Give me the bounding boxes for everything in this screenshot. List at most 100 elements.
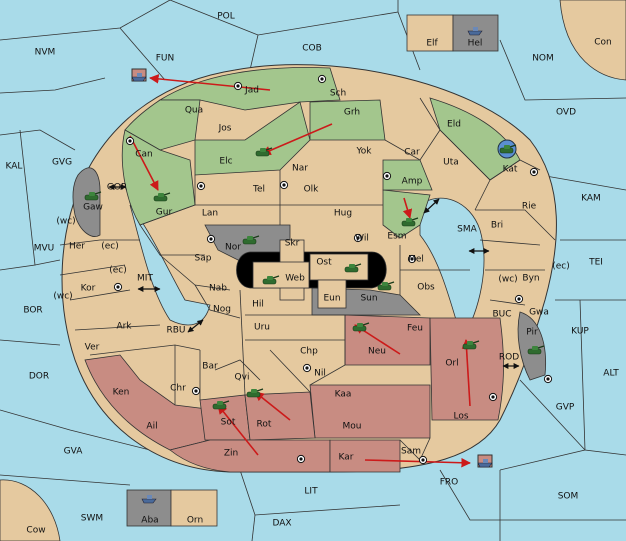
tank-icon[interactable] (84, 191, 102, 201)
province-neu-label[interactable]: Neu (368, 347, 386, 357)
sea-cow-label[interactable]: Cow (26, 526, 45, 536)
province-ken-label[interactable]: Ken (113, 388, 130, 398)
tank-icon[interactable] (401, 217, 419, 227)
tank-icon[interactable] (527, 345, 545, 355)
tank-icon[interactable] (344, 263, 362, 273)
sea-gvp-label[interactable]: GVP (556, 403, 575, 413)
province-olk-label[interactable]: Olk (304, 185, 320, 195)
province-her-label[interactable]: Her (69, 242, 85, 252)
province-nar-label[interactable]: Nar (292, 164, 308, 174)
sea-fun-label[interactable]: FUN (156, 54, 175, 64)
province-elc-label[interactable]: Elc (219, 157, 232, 167)
province-orn[interactable] (170, 489, 218, 527)
sea-som-label[interactable]: SOM (558, 492, 579, 502)
province-feu-label[interactable]: Feu (407, 324, 423, 334)
sea-tei-label[interactable]: TEI (588, 258, 603, 268)
sea-swm-label[interactable]: SWM (81, 514, 103, 524)
tank-icon[interactable] (242, 235, 260, 245)
tank-icon[interactable] (255, 147, 273, 157)
province-orn-label[interactable]: Orn (187, 516, 203, 526)
province-ail-label[interactable]: Ail (146, 422, 157, 432)
province-kat-label[interactable]: Kat (503, 165, 518, 175)
tank-icon[interactable] (377, 281, 395, 291)
province-eun-label[interactable]: Eun (323, 294, 340, 304)
province-qua-label[interactable]: Qua (185, 106, 203, 116)
province-nab-label[interactable]: Nab (209, 284, 227, 294)
province-mel-label[interactable]: Mel (408, 255, 424, 265)
sea-mit-label[interactable]: MIT (137, 274, 153, 284)
sea-gor-label[interactable]: GOR (107, 183, 127, 193)
province-pir-label[interactable]: Pir (526, 328, 538, 338)
sea-kup-label[interactable]: KUP (571, 327, 589, 337)
sea-rbu-label[interactable]: RBU (166, 326, 185, 336)
province-lan-label[interactable]: Lan (202, 209, 218, 219)
sea-nvm-label[interactable]: NVM (35, 48, 56, 58)
province-skr-label[interactable]: Skr (285, 239, 300, 249)
province-esm-label[interactable]: Esm (387, 232, 406, 242)
province-obs-label[interactable]: Obs (417, 283, 435, 293)
province-mou-label[interactable]: Mou (343, 422, 362, 432)
province-elf-label[interactable]: Elf (426, 39, 438, 49)
province-chr-label[interactable]: Chr (170, 384, 186, 394)
province-amp-label[interactable]: Amp (402, 177, 423, 187)
tank-icon[interactable] (246, 388, 264, 398)
province-nor-label[interactable]: Nor (225, 243, 241, 253)
province-sam-label[interactable]: Sam (401, 447, 421, 457)
province-uru-label[interactable]: Uru (254, 323, 270, 333)
sea-cob-label[interactable]: COB (302, 44, 322, 54)
ship-icon[interactable] (141, 495, 157, 504)
sea-kal-label[interactable]: KAL (6, 162, 23, 172)
tank-icon[interactable] (153, 192, 171, 202)
province-nil-label[interactable]: Nil (314, 369, 326, 379)
province-jos-label[interactable]: Jos (218, 124, 232, 134)
province-qvi-label[interactable]: Qvi (235, 373, 250, 383)
province-ost-label[interactable]: Ost (316, 258, 332, 268)
sea-nom-label[interactable]: NOM (532, 54, 554, 64)
province-wil-label[interactable]: Wil (355, 234, 369, 244)
sea-dor-label[interactable]: DOR (29, 372, 49, 382)
tank-icon[interactable] (262, 275, 280, 285)
province-tel-label[interactable]: Tel (252, 185, 265, 195)
sea-con-label[interactable]: Con (594, 38, 612, 48)
province-kaa-label[interactable]: Kaa (335, 390, 352, 400)
province-gur-label[interactable]: Gur (156, 208, 173, 218)
sea-sma-label[interactable]: SMA (457, 225, 477, 235)
province-byn-label[interactable]: Byn (522, 274, 539, 284)
province-sap-label[interactable]: Sap (195, 254, 212, 264)
province-hil-label[interactable]: Hil (252, 300, 264, 310)
sea-pol-label[interactable]: POL (217, 12, 235, 22)
province-los-label[interactable]: Los (453, 412, 468, 422)
ship-icon[interactable] (467, 27, 483, 36)
province-rot-label[interactable]: Rot (257, 420, 272, 430)
province-uta-label[interactable]: Uta (443, 158, 459, 168)
sea-alt-label[interactable]: ALT (603, 369, 619, 379)
tank-icon[interactable] (352, 322, 370, 332)
province-hel-label[interactable]: Hel (468, 39, 483, 49)
province-bar-label[interactable]: Bar (202, 362, 218, 372)
sea-dax-label[interactable]: DAX (272, 519, 291, 529)
tank-icon[interactable] (212, 400, 230, 410)
sea-mvu-label[interactable]: MVU (34, 244, 55, 254)
province-ark-label[interactable]: Ark (116, 322, 132, 332)
sea-rod-label[interactable]: ROD (499, 353, 519, 363)
province-hug-label[interactable]: Hug (334, 209, 352, 219)
province-chp-label[interactable]: Chp (300, 347, 318, 357)
province-gaw-label[interactable]: Gaw (83, 203, 103, 213)
province-web-label[interactable]: Web (285, 274, 305, 284)
sea-buc-label[interactable]: BUC (492, 310, 511, 320)
province-aba-label[interactable]: Aba (141, 516, 158, 526)
province-kor-label[interactable]: Kor (81, 284, 96, 294)
province-can-label[interactable]: Can (135, 150, 153, 160)
province-zin-label[interactable]: Zin (224, 449, 238, 459)
sea-gva-label[interactable]: GVA (64, 447, 84, 457)
province-sot-label[interactable]: Sot (221, 418, 236, 428)
province-gwa-label[interactable]: Gwa (529, 308, 549, 318)
ship-icon[interactable] (477, 454, 493, 468)
sea-bor-label[interactable]: BOR (23, 306, 42, 316)
tank-icon[interactable] (497, 139, 517, 159)
province-bri-label[interactable]: Bri (491, 221, 503, 231)
sea-gvg-label[interactable]: GVG (52, 158, 72, 168)
province-jad-label[interactable]: Jad (244, 86, 259, 96)
